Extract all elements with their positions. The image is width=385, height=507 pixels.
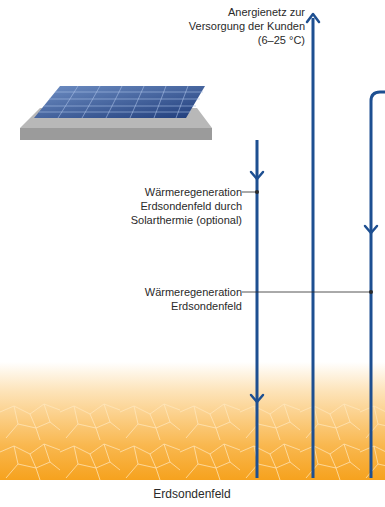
leader-dots [255,190,373,294]
pipes [257,18,385,478]
roof-side [20,128,212,140]
solar-regeneration-label: Wärmeregeneration Erdsondenfeld durch So… [120,185,242,227]
regeneration-label: Wärmeregeneration Erdsondenfeld [120,285,242,313]
leader-lines [242,192,371,292]
network-label: Anergienetz zur Versorgung der Kunden (6… [177,5,305,47]
solar-panel [34,86,205,118]
flow-arrows [251,14,377,402]
ground-label: Erdsondenfeld [92,487,292,501]
panel-grid [39,86,203,118]
ground-texture [0,400,385,480]
ground [0,362,385,480]
